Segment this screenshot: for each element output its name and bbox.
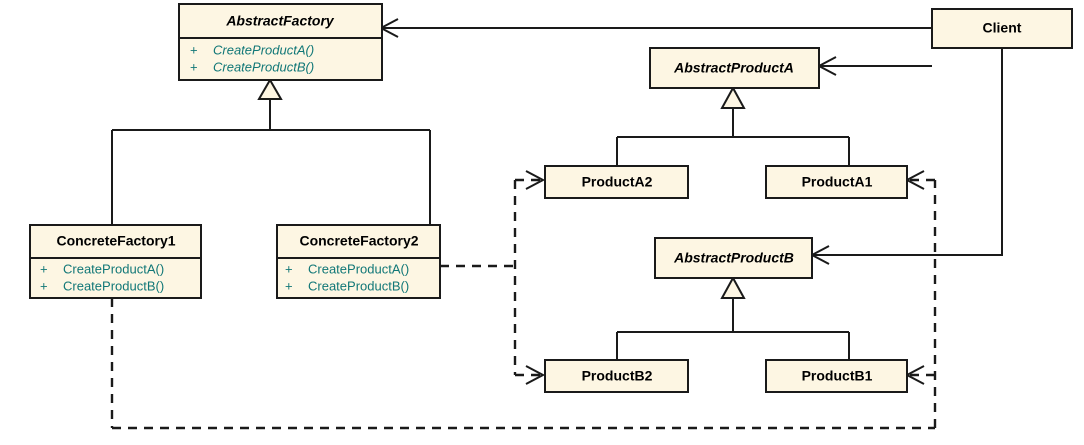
member-visibility: +	[40, 261, 48, 276]
member-signature: CreateProductB()	[213, 59, 314, 74]
class-title-concrete-factory1: ConcreteFactory1	[56, 233, 175, 249]
edge-client-to-abstractfactory	[378, 18, 932, 38]
member-visibility: +	[40, 278, 48, 293]
class-title-product-b1: ProductB1	[802, 368, 873, 384]
edge-generalization-producta	[616, 85, 850, 166]
class-title-product-a2: ProductA2	[582, 174, 653, 190]
class-box-product-a1[interactable]: ProductA1	[765, 165, 908, 199]
edge-client-to-abstractproductb	[809, 48, 1003, 265]
class-box-concrete-factory1[interactable]: ConcreteFactory1 + CreateProductA() + Cr…	[29, 224, 202, 299]
member-signature: CreateProductB()	[308, 278, 409, 293]
class-box-abstract-product-b[interactable]: AbstractProductB	[654, 237, 813, 279]
class-title-abstract-factory: AbstractFactory	[225, 13, 335, 29]
member-signature: CreateProductB()	[63, 278, 164, 293]
member-signature: CreateProductA()	[308, 261, 409, 276]
class-box-abstract-factory[interactable]: AbstractFactory + CreateProductA() + Cre…	[178, 3, 383, 81]
edge-generalization-productb	[616, 275, 850, 360]
edge-generalization-factories	[111, 78, 431, 225]
class-box-abstract-product-a[interactable]: AbstractProductA	[649, 47, 820, 89]
edge-dependency-factory2-products	[440, 170, 546, 385]
class-title-product-b2: ProductB2	[582, 368, 653, 384]
class-title-client: Client	[983, 20, 1022, 36]
member-visibility: +	[190, 59, 198, 74]
class-box-client[interactable]: Client	[931, 8, 1073, 49]
class-box-product-a2[interactable]: ProductA2	[544, 165, 689, 199]
class-title-concrete-factory2: ConcreteFactory2	[299, 233, 418, 249]
class-title-product-a1: ProductA1	[802, 174, 873, 190]
class-box-product-b2[interactable]: ProductB2	[544, 359, 689, 393]
member-visibility: +	[285, 261, 293, 276]
member-signature: CreateProductA()	[213, 42, 314, 57]
class-title-abstract-product-a: AbstractProductA	[673, 60, 794, 76]
class-box-product-b1[interactable]: ProductB1	[765, 359, 908, 393]
member-visibility: +	[285, 278, 293, 293]
member-visibility: +	[190, 42, 198, 57]
class-title-abstract-product-b: AbstractProductB	[673, 250, 794, 266]
edge-client-to-abstractproducta	[816, 56, 932, 76]
member-signature: CreateProductA()	[63, 261, 164, 276]
class-box-concrete-factory2[interactable]: ConcreteFactory2 + CreateProductA() + Cr…	[276, 224, 441, 299]
